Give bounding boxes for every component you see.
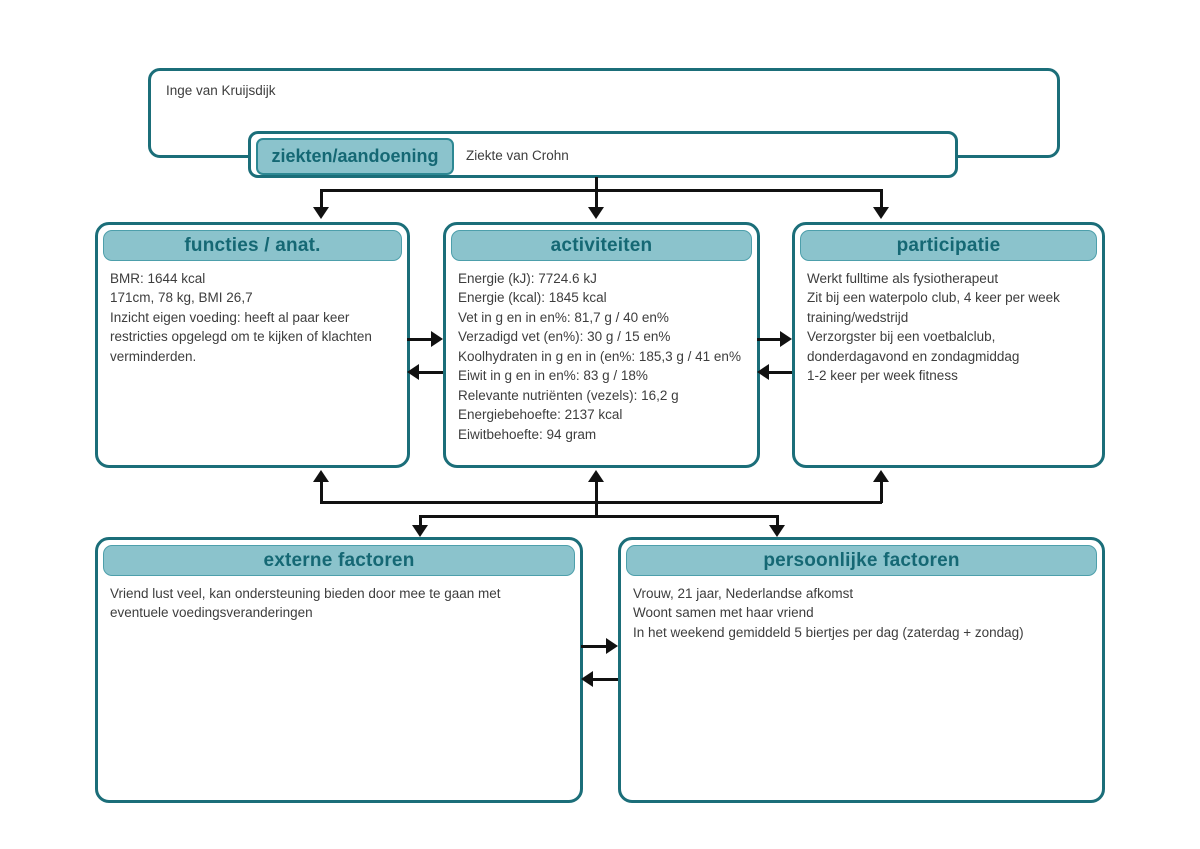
functies-box: functies / anat. BMR: 1644 kcal 171cm, 78… xyxy=(95,222,410,468)
arrow-right-icon xyxy=(431,331,443,347)
disease-box: ziekten/aandoening Ziekte van Crohn xyxy=(248,131,958,178)
arrow-right-icon xyxy=(606,638,618,654)
connector-line xyxy=(595,481,598,503)
text-line: Energiebehoefte: 2137 kcal xyxy=(458,407,623,423)
participatie-box: participatie Werkt fulltime als fysiothe… xyxy=(792,222,1105,468)
activiteiten-title: activiteiten xyxy=(451,230,752,261)
text-line: Verzadigd vet (en%): 30 g / 15 en% xyxy=(458,329,671,345)
text-line: Koolhydraten in g en in (en%: 185,3 g / … xyxy=(458,348,741,364)
text-line: Werkt fulltime als fysiotherapeut xyxy=(807,271,999,286)
connector-line xyxy=(595,189,598,208)
connector-line xyxy=(320,501,882,504)
arrow-left-icon xyxy=(407,364,419,380)
text-line: Zit bij een waterpolo club, 4 keer per w… xyxy=(807,290,1060,325)
connector-line xyxy=(595,501,598,518)
text-line: Eiwitbehoefte: 94 gram xyxy=(458,426,597,442)
text-line: Vriend lust veel, kan ondersteuning bied… xyxy=(110,586,501,621)
arrow-down-icon xyxy=(412,525,428,537)
connector-line xyxy=(776,515,779,526)
connector-line xyxy=(880,481,883,503)
connector-line xyxy=(757,338,780,341)
text-line: 171cm, 78 kg, BMI 26,7 xyxy=(110,290,253,306)
activiteiten-body: Energie (kJ): 7724.6 kJ Energie (kcal): 1… xyxy=(458,269,747,444)
text-line: Eiwit in g en in en%: 83 g / 18% xyxy=(458,368,648,384)
text-line: In het weekend gemiddeld 5 biertjes per … xyxy=(633,624,1024,640)
connector-line xyxy=(595,177,598,192)
disease-label: ziekten/aandoening xyxy=(256,138,454,175)
arrow-down-icon xyxy=(873,207,889,219)
persoonlijke-factoren-title: persoonlijke factoren xyxy=(626,545,1097,576)
text-line: Energie (kcal): 1845 kcal xyxy=(458,290,607,306)
connector-line xyxy=(320,189,882,192)
text-line: Verzorgster bij een voetbalclub, donderd… xyxy=(807,329,1020,364)
participatie-title: participatie xyxy=(800,230,1097,261)
connector-line xyxy=(593,678,618,681)
connector-line xyxy=(320,481,323,503)
functies-title: functies / anat. xyxy=(103,230,402,261)
text-line: Woont samen met haar vriend xyxy=(633,605,814,621)
text-line: Relevante nutriënten (vezels): 16,2 g xyxy=(458,387,679,403)
text-line: Inzicht eigen voeding: heeft al paar kee… xyxy=(110,309,372,364)
externe-factoren-title: externe factoren xyxy=(103,545,575,576)
connector-line xyxy=(419,515,779,518)
arrow-down-icon xyxy=(588,207,604,219)
text-line: 1-2 keer per week fitness xyxy=(807,368,958,384)
arrow-up-icon xyxy=(313,470,329,482)
arrow-left-icon xyxy=(757,364,769,380)
arrow-up-icon xyxy=(588,470,604,482)
connector-line xyxy=(581,645,606,648)
text-line: BMR: 1644 kcal xyxy=(110,271,206,286)
connector-line xyxy=(407,338,431,341)
text-line: Vrouw, 21 jaar, Nederlandse afkomst xyxy=(633,586,854,601)
arrow-left-icon xyxy=(581,671,593,687)
text-line: Vet in g en in en%: 81,7 g / 40 en% xyxy=(458,309,669,325)
arrow-up-icon xyxy=(873,470,889,482)
connector-line xyxy=(769,371,792,374)
disease-value: Ziekte van Crohn xyxy=(466,148,569,163)
connector-line xyxy=(880,189,883,208)
text-line: Energie (kJ): 7724.6 kJ xyxy=(458,271,597,286)
client-name: Inge van Kruijsdijk xyxy=(166,83,276,98)
connector-line xyxy=(419,371,443,374)
connector-line xyxy=(419,515,422,526)
arrow-down-icon xyxy=(769,525,785,537)
externe-factoren-box: externe factoren Vriend lust veel, kan o… xyxy=(95,537,583,803)
externe-factoren-body: Vriend lust veel, kan ondersteuning bied… xyxy=(110,584,542,623)
arrow-down-icon xyxy=(313,207,329,219)
connector-line xyxy=(320,189,323,208)
persoonlijke-factoren-box: persoonlijke factoren Vrouw, 21 jaar, Ne… xyxy=(618,537,1105,803)
arrow-right-icon xyxy=(780,331,792,347)
